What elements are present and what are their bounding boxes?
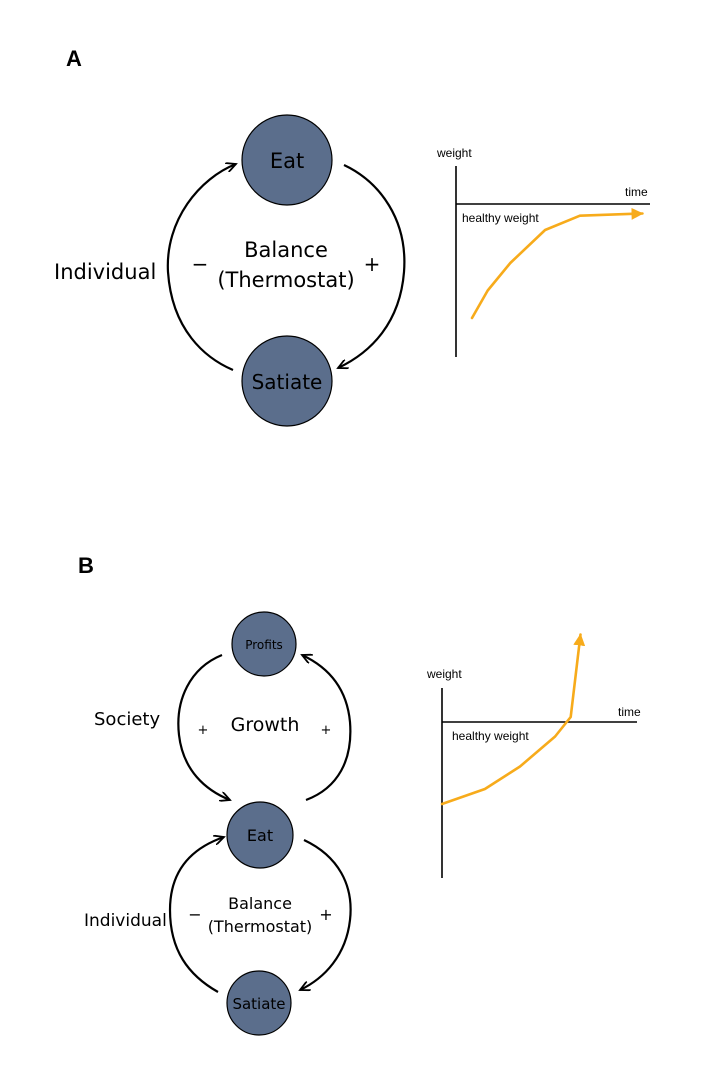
panel-b-lower-sign-right: + bbox=[319, 905, 332, 924]
panel-b-node-profits bbox=[231, 611, 297, 677]
panel-a-right-arrow bbox=[338, 164, 406, 368]
panel-a-node-satiate-label: Satiate bbox=[252, 370, 323, 394]
panel-b-lower-sign-left: − bbox=[188, 905, 201, 924]
panel-b-lower-side-label: Individual bbox=[84, 911, 167, 931]
panel-b-node-satiate bbox=[226, 970, 292, 1036]
panel-a-sign-left: − bbox=[192, 252, 209, 276]
panel-b-lower-loop-title: Balance bbox=[228, 894, 292, 913]
panel-a-weight-curve bbox=[470, 207, 644, 320]
panel-a-loop-subtitle: (Thermostat) bbox=[217, 268, 354, 292]
panel-b-upper-sign-right: + bbox=[321, 723, 332, 738]
panel-a-label: A bbox=[66, 46, 82, 71]
panel-b-graph: weight time healthy weight bbox=[426, 633, 641, 878]
panel-b-upper-right-arrow bbox=[302, 655, 352, 802]
panel-a-reference-label: healthy weight bbox=[462, 211, 539, 225]
panel-b-reference-label: healthy weight bbox=[452, 729, 529, 743]
panel-a-xlabel: time bbox=[625, 185, 648, 199]
panel-a-node-satiate bbox=[241, 335, 333, 427]
panel-b-upper-side-label: Society bbox=[94, 709, 160, 730]
panel-b-ylabel: weight bbox=[426, 667, 462, 681]
panel-b-lower-left-arrow bbox=[168, 837, 224, 993]
panel-a-ylabel: weight bbox=[436, 146, 472, 160]
panel-a-loop-title: Balance bbox=[244, 238, 328, 262]
panel-a-graph: weight time healthy weight bbox=[436, 146, 650, 357]
panel-b-node-satiate-label: Satiate bbox=[232, 995, 285, 1013]
panel-a-sign-right: + bbox=[364, 252, 381, 276]
panel-b-node-eat bbox=[226, 801, 294, 869]
panel-a-left-arrow bbox=[166, 164, 236, 372]
panel-b-upper-sign-left: + bbox=[198, 723, 209, 738]
panel-b-xlabel: time bbox=[618, 705, 641, 719]
panel-b-weight-curve bbox=[440, 633, 586, 806]
panel-a-node-eat-label: Eat bbox=[270, 149, 304, 173]
panel-b-lower-right-arrow bbox=[300, 839, 352, 990]
panel-b-node-eat-label: Eat bbox=[247, 826, 273, 845]
panel-b-upper-left-arrow bbox=[177, 653, 230, 800]
panel-a-node-eat bbox=[241, 114, 333, 206]
panel-b-node-profits-label: Profits bbox=[245, 638, 283, 652]
panel-a-side-label: Individual bbox=[54, 260, 156, 284]
panel-b-label: B bbox=[78, 553, 94, 578]
panel-b-lower-loop-subtitle: (Thermostat) bbox=[208, 917, 313, 936]
panel-b-upper-loop-title: Growth bbox=[231, 714, 300, 736]
